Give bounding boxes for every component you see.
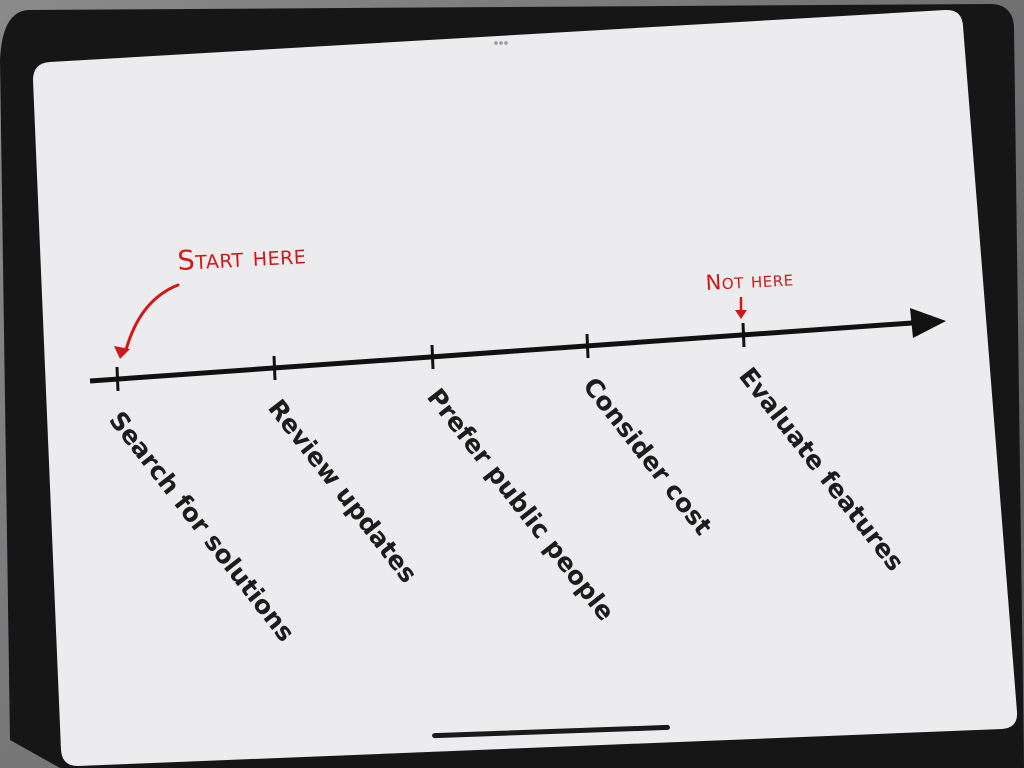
tablet-screen <box>33 9 1018 766</box>
step-label-cost: Consider cost <box>577 372 718 541</box>
timeline-tick <box>272 355 277 381</box>
start-here-annotation: Start here <box>177 239 307 277</box>
not-here-arrow-head-icon <box>735 310 747 319</box>
not-here-annotation: Not here <box>705 266 794 295</box>
start-arrow-icon <box>124 283 180 352</box>
timeline-arrow-head-icon <box>910 308 946 338</box>
timeline-tick <box>430 344 435 370</box>
timeline-tick <box>741 322 746 348</box>
timeline-axis <box>89 320 913 384</box>
timeline-tick <box>585 333 590 359</box>
start-arrow-head-icon <box>114 346 130 359</box>
step-label-evaluate: Evaluate features <box>733 362 910 577</box>
step-label-search: Search for solutions <box>103 406 300 647</box>
step-label-prefer: Prefer public people <box>421 383 620 626</box>
home-indicator[interactable] <box>432 724 670 739</box>
timeline-tick <box>115 366 120 392</box>
multitasking-dots-icon[interactable] <box>494 41 508 45</box>
step-label-review: Review updates <box>262 394 423 588</box>
